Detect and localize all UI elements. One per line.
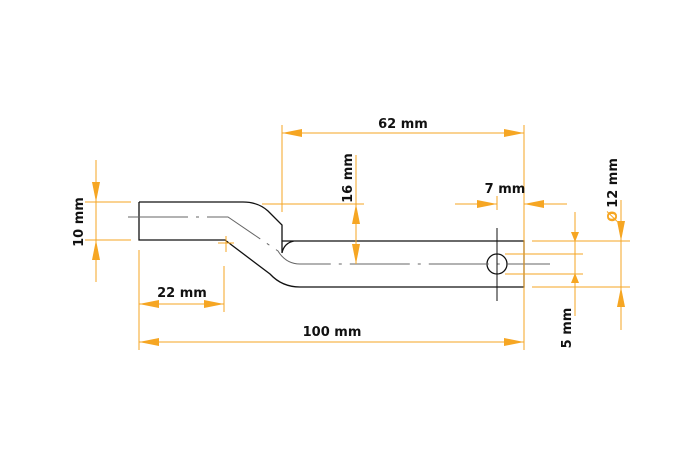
dimension-label: 22 mm	[157, 286, 207, 301]
dimension-label: 7 mm	[485, 182, 526, 197]
dimension-label: 16 mm	[341, 153, 356, 203]
dimension-diameter-12mm: Ø12 mm	[606, 158, 625, 330]
dimension-22mm: 22 mm	[139, 286, 224, 308]
dimension-5mm: 5 mm	[560, 212, 579, 348]
dimension-label: Ø12 mm	[606, 158, 621, 222]
dimension-16mm: 16 mm	[341, 153, 360, 264]
dimension-10mm: 10 mm	[72, 160, 100, 282]
center-lines	[128, 216, 550, 301]
dimension-label: 100 mm	[303, 325, 362, 340]
diameter-symbol: Ø	[606, 211, 621, 222]
dimension-100mm: 100 mm	[139, 325, 524, 346]
dimension-label: 62 mm	[378, 117, 428, 132]
part-outline	[138, 201, 525, 288]
extension-lines	[85, 125, 630, 350]
dimension-7mm: 7 mm	[455, 182, 567, 208]
dimension-62mm: 62 mm	[282, 117, 524, 137]
dimension-label: 10 mm	[72, 197, 87, 247]
dimension-label: 5 mm	[560, 308, 575, 349]
